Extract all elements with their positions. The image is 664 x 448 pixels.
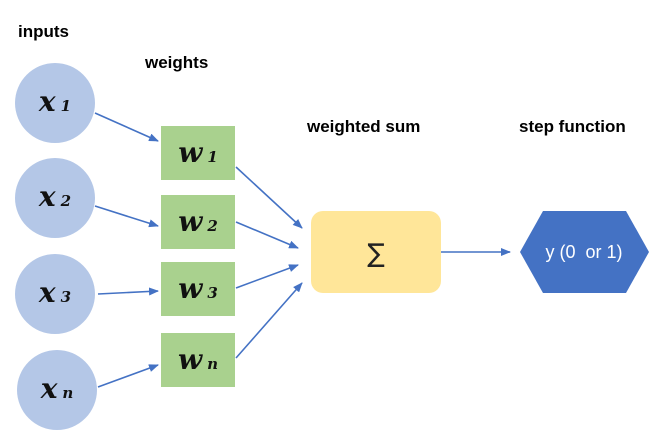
arrow-x1-w1 bbox=[94, 112, 159, 142]
weight-node-box bbox=[161, 333, 235, 387]
output-label: y (0 or 1) bbox=[545, 242, 622, 262]
input-node-circle bbox=[15, 63, 95, 143]
arrow-x3-w3 bbox=[97, 287, 159, 296]
input-node-circle bbox=[17, 350, 97, 430]
weight-node-box bbox=[161, 195, 235, 249]
sigma-symbol: ∑ bbox=[367, 239, 385, 269]
inputs-header: inputs bbox=[18, 22, 69, 41]
arrow-x2-w2 bbox=[94, 205, 159, 228]
weight-node-box bbox=[161, 262, 235, 316]
weights-header: weights bbox=[144, 53, 208, 72]
arrow-w1-sum bbox=[235, 166, 303, 229]
output-node: y (0 or 1) bbox=[520, 211, 649, 293]
input-node-circle bbox=[15, 158, 95, 238]
arrow-w2-sum bbox=[235, 221, 299, 249]
connections bbox=[94, 112, 511, 388]
weight-node-box bbox=[161, 126, 235, 180]
arrow-w3-sum bbox=[235, 264, 299, 289]
weighted-sum-box bbox=[311, 211, 441, 293]
weighted-sum-node: ∑ bbox=[311, 211, 441, 293]
weighted-sum-header: weighted sum bbox=[306, 117, 420, 136]
input-node-circle bbox=[15, 254, 95, 334]
output-hexagon bbox=[520, 211, 649, 293]
arrow-xn-wn bbox=[97, 364, 159, 388]
arrow-wn-sum bbox=[235, 282, 303, 359]
step-function-header: step function bbox=[519, 117, 626, 136]
